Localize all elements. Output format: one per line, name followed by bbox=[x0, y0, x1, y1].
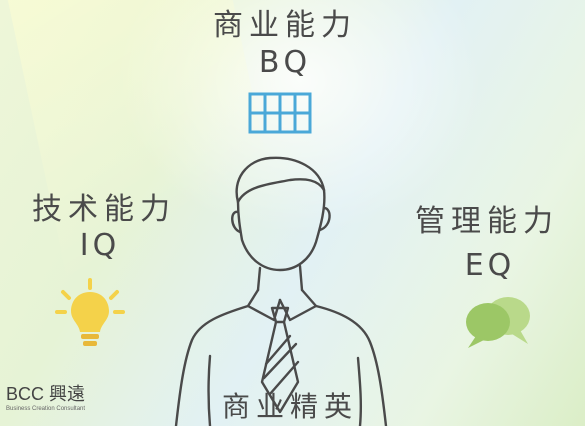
businessman-figure bbox=[174, 156, 388, 426]
speech-bubbles-icon bbox=[466, 297, 530, 348]
iq-title-zh: 技术能力 bbox=[32, 192, 176, 227]
light-bulb-icon bbox=[55, 278, 125, 346]
calendar-grid-icon bbox=[248, 92, 312, 134]
bcc-logo: BCC 興遠 Business Creation Consultant bbox=[6, 380, 116, 414]
bq-title-zh: 商业能力 bbox=[213, 8, 357, 43]
logo-sub-text: Business Creation Consultant bbox=[6, 406, 86, 412]
logo-main-text: BCC 興遠 bbox=[6, 384, 86, 404]
eq-title-zh: 管理能力 bbox=[415, 204, 559, 239]
figure-caption: 商业精英 bbox=[221, 390, 358, 423]
iq-title-en: IQ bbox=[79, 228, 121, 263]
eq-title-en: EQ bbox=[464, 248, 516, 283]
bq-title-en: BQ bbox=[258, 45, 312, 80]
